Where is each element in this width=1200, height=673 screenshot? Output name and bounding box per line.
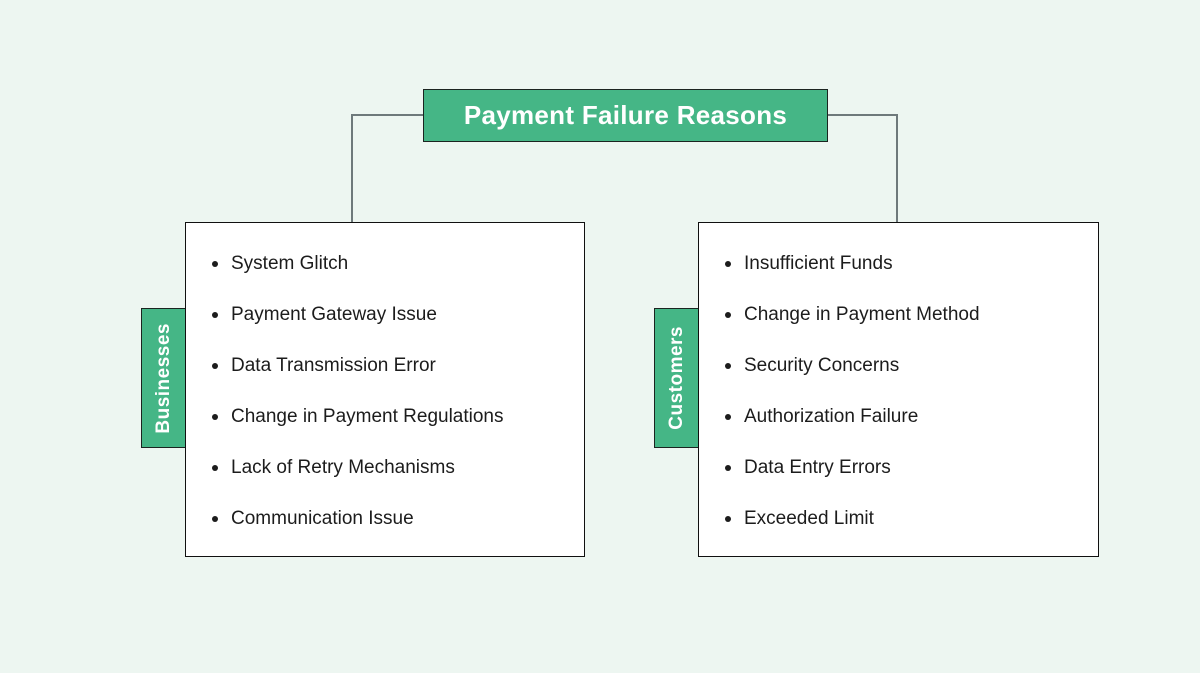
- list-item: Data Entry Errors: [699, 442, 1098, 493]
- group-label-text: Businesses: [152, 322, 174, 434]
- bullet-icon: [212, 362, 218, 369]
- list-item: Data Transmission Error: [186, 340, 584, 391]
- bullet-icon: [212, 515, 218, 522]
- bullet-icon: [725, 311, 731, 318]
- reason-label: Lack of Retry Mechanisms: [231, 456, 455, 478]
- reason-label: Payment Gateway Issue: [231, 303, 437, 325]
- reason-label: Security Concerns: [744, 354, 900, 376]
- bullet-icon: [725, 260, 731, 267]
- bullet-icon: [212, 311, 218, 318]
- group-label-businesses: Businesses: [141, 308, 185, 448]
- reason-label: Change in Payment Regulations: [231, 405, 504, 427]
- list-item: System Glitch: [186, 238, 584, 289]
- bullet-icon: [725, 464, 731, 471]
- connector-left-horizontal: [351, 114, 423, 116]
- bullet-icon: [212, 260, 218, 267]
- reason-label: System Glitch: [231, 252, 349, 274]
- bullet-icon: [725, 362, 731, 369]
- list-item: Exceeded Limit: [699, 493, 1098, 544]
- connector-left-vertical: [351, 114, 353, 222]
- list-item: Change in Payment Regulations: [186, 391, 584, 442]
- group-label-customers: Customers: [654, 308, 698, 448]
- reason-label: Data Entry Errors: [744, 456, 891, 478]
- list-item: Security Concerns: [699, 340, 1098, 391]
- reason-label: Insufficient Funds: [744, 252, 893, 274]
- title-node: Payment Failure Reasons: [423, 89, 828, 142]
- reason-label: Communication Issue: [231, 507, 414, 529]
- bullet-icon: [725, 515, 731, 522]
- list-item: Lack of Retry Mechanisms: [186, 442, 584, 493]
- bullet-icon: [212, 464, 218, 471]
- reason-label: Exceeded Limit: [744, 507, 874, 529]
- list-item: Insufficient Funds: [699, 238, 1098, 289]
- list-item: Authorization Failure: [699, 391, 1098, 442]
- list-item: Communication Issue: [186, 493, 584, 544]
- reason-label: Authorization Failure: [744, 405, 919, 427]
- reason-label: Change in Payment Method: [744, 303, 980, 325]
- bullet-icon: [212, 413, 218, 420]
- connector-right-horizontal: [828, 114, 898, 116]
- group-label-text: Customers: [665, 326, 687, 430]
- list-item: Change in Payment Method: [699, 289, 1098, 340]
- bullet-icon: [725, 413, 731, 420]
- page-title: Payment Failure Reasons: [463, 100, 788, 130]
- list-item: Payment Gateway Issue: [186, 289, 584, 340]
- connector-right-vertical: [896, 114, 898, 222]
- reason-label: Data Transmission Error: [231, 354, 436, 376]
